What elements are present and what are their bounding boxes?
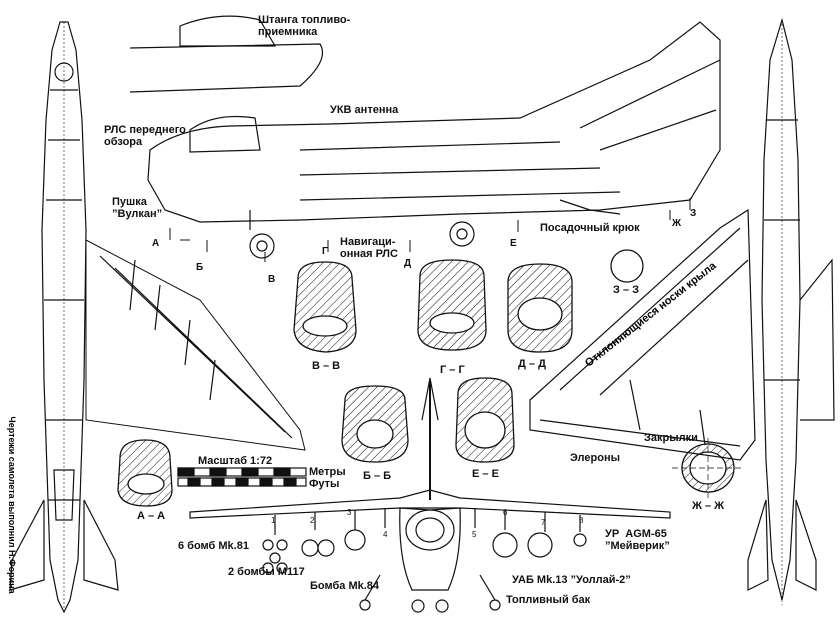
cut-letter: В — [268, 274, 276, 285]
callout-gun: Пушка ”Вулкан” — [112, 196, 163, 220]
scale-meters: Метры — [309, 466, 346, 478]
cross-sections — [117, 249, 744, 507]
cut-letter: З — [690, 208, 697, 219]
pylon-number: 8 — [579, 516, 584, 525]
pylon-number: 5 — [472, 530, 477, 539]
scale-feet: Футы — [309, 478, 340, 490]
front-view — [189, 377, 671, 613]
callout-vhf-antenna: УКВ антенна — [330, 104, 399, 116]
section-label: Д – Д — [518, 358, 546, 370]
callout-arrest-hook: Посадочный крюк — [540, 222, 640, 234]
credit-text: Чертежи самолета выполнил Н.Форина — [7, 416, 17, 594]
section-label: В – В — [312, 360, 341, 372]
pylon-number: 2 — [310, 516, 315, 525]
cut-letter: Б — [196, 262, 204, 273]
callout-ailerons: Элероны — [570, 452, 620, 464]
cut-letter: А — [152, 238, 160, 249]
section-label: Г – Г — [440, 364, 465, 376]
callout-fuel-tank: Топливный бак — [506, 594, 591, 606]
cut-letter: Ж — [672, 218, 682, 229]
callout-mk13: УАБ Mk.13 ”Уоллай-2” — [512, 574, 631, 586]
top-view-right — [747, 17, 835, 605]
section-cut-lines — [169, 198, 691, 262]
pylon-number: 4 — [383, 530, 388, 539]
callout-nav-radar: Навигаци- онная РЛС — [340, 236, 398, 260]
top-view-left — [9, 21, 306, 614]
pylon-number: 6 — [503, 508, 508, 517]
section-label: З – З — [613, 284, 640, 296]
callout-flaps: Закрылки — [644, 432, 698, 444]
callout-refuel-probe: Штанга топливо- приемника — [258, 14, 351, 38]
cut-letter: Д — [404, 258, 412, 269]
callout-front-radar: РЛС переднего обзора — [104, 124, 186, 148]
pylon-number: 3 — [347, 508, 352, 517]
callout-agm65: УР AGM-65 ”Мейверик” — [605, 528, 670, 552]
pylon-number: 7 — [541, 518, 546, 527]
side-view — [129, 15, 721, 259]
section-label: Е – Е — [472, 468, 499, 480]
cut-letter: Е — [510, 238, 517, 249]
scale-bar — [177, 467, 307, 487]
callout-mk84: Бомба Mk.84 — [310, 580, 380, 592]
callout-m117: 2 бомбы M117 — [228, 566, 305, 578]
section-label: Б – Б — [363, 470, 392, 482]
section-label: А – А — [137, 510, 166, 522]
wing-planform-right — [529, 208, 756, 461]
callout-mk81: 6 бомб Mk.81 — [178, 540, 249, 552]
pylon-number: 1 — [271, 516, 276, 525]
cut-letter: Г — [322, 246, 328, 257]
section-label: Ж – Ж — [692, 500, 725, 512]
scale-title: Масштаб 1:72 — [198, 455, 273, 467]
